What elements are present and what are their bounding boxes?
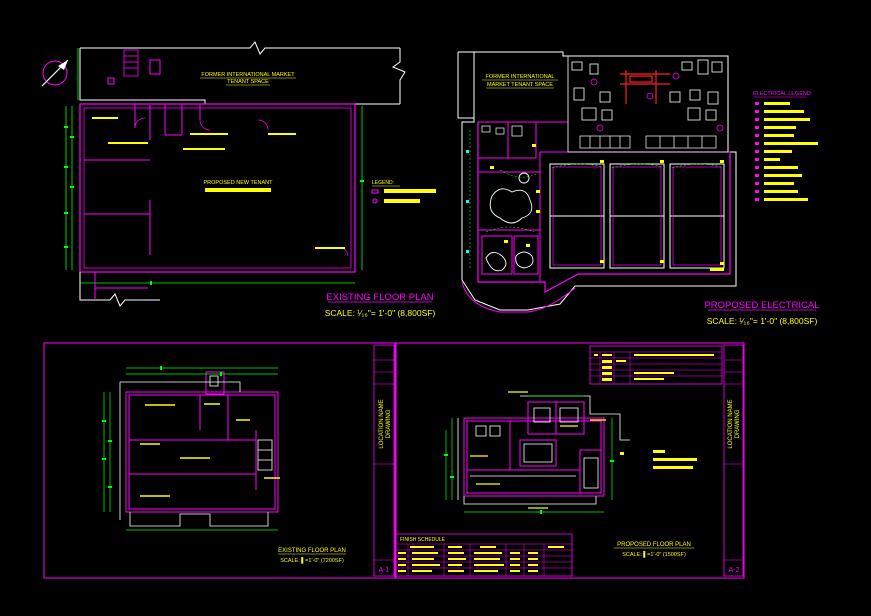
a1-floor-plan-title: EXISTING FLOOR PLAN xyxy=(278,548,346,554)
a2-title-block-line2: DRAWING xyxy=(735,409,741,438)
former-tenant-label-1: FORMER INTERNATIONAL MARKET xyxy=(201,72,295,78)
electrical-legend-title: ELECTRICAL LEGEND: xyxy=(753,91,813,97)
a2-floor-plan-title: PROPOSED FLOOR PLAN xyxy=(617,542,691,548)
electrical-former-tenant-2: MARKET TENANT SPACE xyxy=(487,82,553,88)
existing-floor-plan-scale: SCALE: ¹⁄₁₆"= 1'-0" (8,800SF) xyxy=(325,308,436,318)
former-tenant-label-2: TENANT SPACE xyxy=(227,79,269,85)
sheet-a1: LOCATION NAME DRAWING A-1 xyxy=(43,342,573,579)
legend-top-left: LEGEND: xyxy=(371,180,436,204)
legend-title: LEGEND: xyxy=(372,180,394,186)
a1-sheet-number: A-1 xyxy=(379,567,390,574)
existing-floor-plan-title: EXISTING FLOOR PLAN xyxy=(326,292,433,303)
equipment-red-group xyxy=(620,70,670,104)
proposed-electrical-plan: FORMER INTERNATIONAL MARKET TENANT SPACE… xyxy=(457,51,820,326)
electrical-legend: ELECTRICAL LEGEND: xyxy=(753,91,818,201)
proposed-tenant-subtext xyxy=(205,188,271,192)
a2-floor-plan-scale: SCALE: ▌=1'-0" (1500SF) xyxy=(622,551,686,558)
a2-sheet-number: A-2 xyxy=(729,567,740,574)
north-arrow-icon xyxy=(41,59,69,87)
a2-title-block-line1: LOCATION NAME xyxy=(728,399,734,448)
electrical-former-tenant-1: FORMER INTERNATIONAL xyxy=(486,74,555,80)
a1-title-block-line1: LOCATION NAME xyxy=(379,399,385,448)
a1-floor-plan-scale: SCALE: ▌=1'-0" (7200SF) xyxy=(280,557,344,564)
finish-schedule-title: FINISH SCHEDULE xyxy=(400,537,446,543)
proposed-electrical-title: PROPOSED ELECTRICAL xyxy=(704,300,819,311)
proposed-tenant-label: PROPOSED NEW TENANT xyxy=(204,180,274,186)
existing-floor-plan-top: FORMER INTERNATIONAL MARKET TENANT SPACE… xyxy=(41,41,436,318)
finish-schedule: FINISH SCHEDULE xyxy=(395,533,573,577)
a1-title-block-line2: DRAWING xyxy=(386,409,392,438)
door-schedule-table xyxy=(589,345,723,385)
sheet-a2: LOCATION NAME DRAWING A-2 xyxy=(395,342,745,579)
court-group xyxy=(549,163,725,269)
proposed-electrical-scale: SCALE: ¹⁄₁₆"= 1'-0" (8,800SF) xyxy=(707,316,818,326)
